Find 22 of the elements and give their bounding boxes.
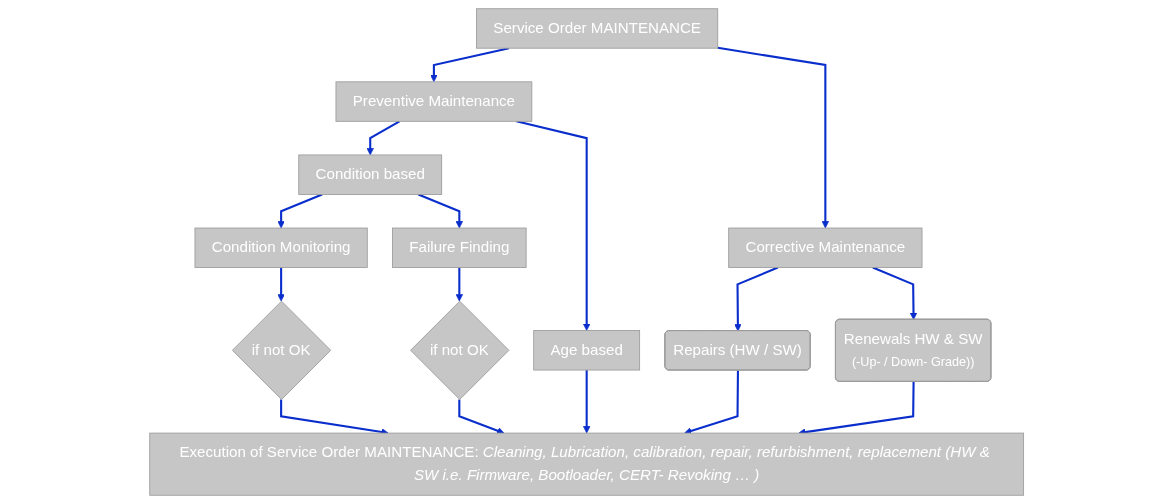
arrow [717, 46, 830, 229]
node-box: Preventive Maintenance [335, 81, 533, 122]
node-box: Service Order MAINTENANCE [476, 8, 719, 49]
arrow [516, 120, 591, 331]
node-box: Corrective Maintenance [728, 227, 923, 268]
node-box: Execution of Service Order MAINTENANCE: Cleaning, Lubrication, calibration, repair, refurbishment, replacement (HW & SW i.e. Firmware, Bootloader, CERT- Revoking … ) [149, 432, 1025, 496]
node-box: Condition Monitoring [194, 227, 369, 268]
arrow [872, 266, 918, 320]
arrow [583, 370, 591, 434]
node-box: Failure Finding [392, 227, 527, 268]
node-box: Age based [533, 330, 641, 371]
arrow [455, 267, 464, 302]
arrow [458, 399, 505, 435]
node-box: Condition based [298, 154, 443, 195]
arrow [277, 267, 286, 302]
arrow [277, 193, 323, 229]
node-diamond: if not OK [410, 300, 510, 400]
arrow [418, 193, 464, 229]
arrow [684, 370, 740, 435]
arrow [734, 266, 779, 332]
arrow [366, 120, 401, 156]
node-diamond: if not OK [232, 300, 332, 400]
